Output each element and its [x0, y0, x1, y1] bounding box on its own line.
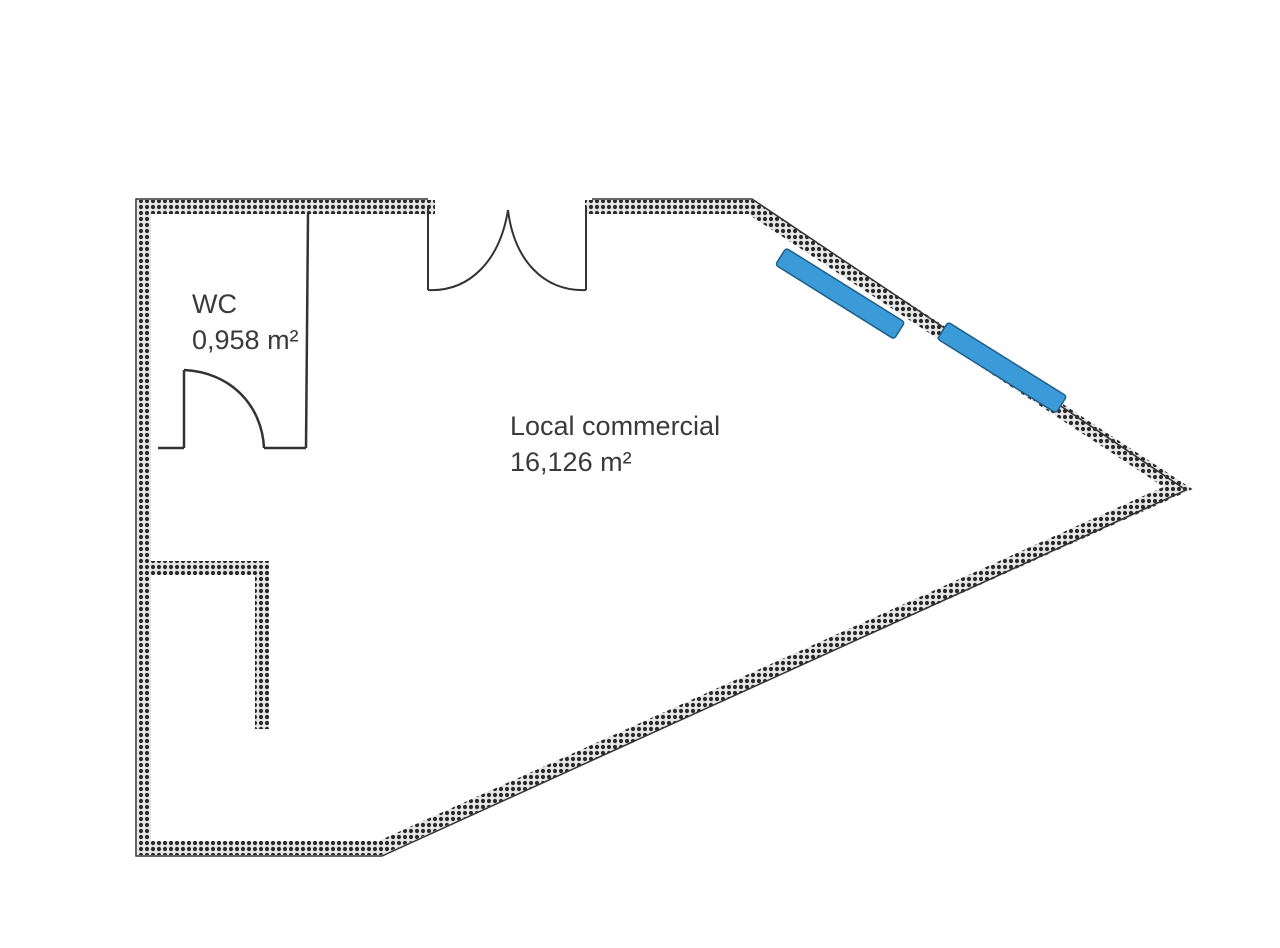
room-area-wc: 0,958 m² [192, 325, 299, 355]
room-label-local: Local commercial 16,126 m² [510, 408, 720, 480]
wall-partition [143, 561, 269, 729]
room-area-local: 16,126 m² [510, 447, 632, 477]
room-name-wc: WC [192, 289, 237, 319]
windows [775, 248, 1067, 413]
entry-door [427, 207, 587, 292]
window-2 [937, 322, 1067, 413]
wall-outlines [135, 198, 1188, 857]
wc-door [182, 368, 266, 449]
exterior-walls [137, 200, 1193, 855]
wall-top-left [137, 200, 1193, 855]
wc-partition [158, 213, 310, 450]
window-1 [775, 248, 905, 339]
room-name-local: Local commercial [510, 411, 721, 441]
room-label-wc: WC 0,958 m² [192, 286, 299, 358]
